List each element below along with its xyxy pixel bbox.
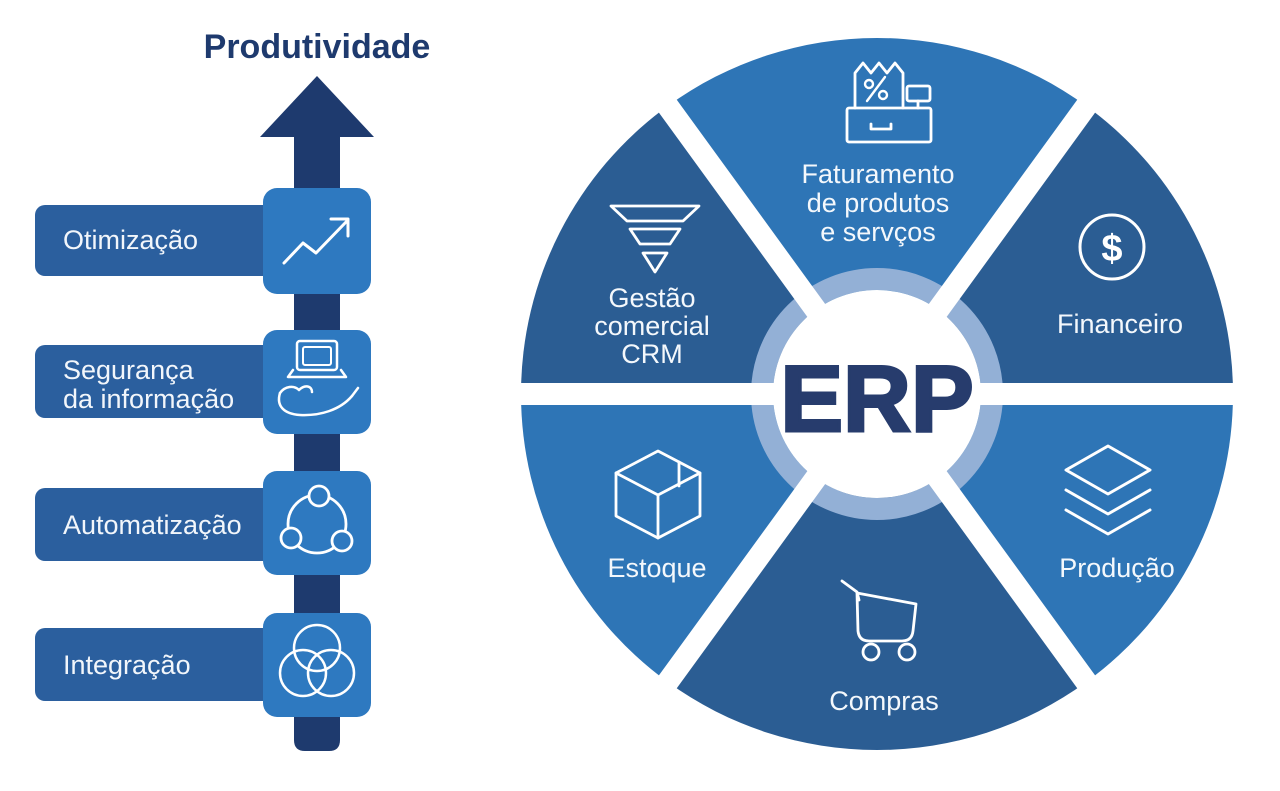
arrow-head (260, 76, 374, 137)
layers-icon (1064, 444, 1152, 536)
segment-label-gestao-line1: Gestão (608, 283, 695, 313)
icon-tile-seguranca (263, 330, 371, 434)
productivity-panel: Produtividade (35, 28, 431, 751)
label-bar-seguranca (35, 345, 320, 418)
label-bar-automatizacao (35, 488, 320, 561)
productivity-title: Produtividade (204, 28, 431, 66)
erp-wheel: ERP Faturamento de produtos e servços $ … (500, 37, 1257, 751)
segment-label-faturamento-line3: e servços (820, 217, 936, 247)
segment-label-gestao-line2: comercial (594, 311, 710, 341)
venn-circles-icon (278, 623, 356, 698)
trend-up-icon (282, 217, 350, 265)
icon-tile-integracao (263, 613, 371, 717)
item-label-seguranca-line1: Segurança (63, 355, 195, 385)
label-bar-integracao (35, 628, 320, 701)
sales-funnel-icon (609, 204, 701, 274)
package-box-icon (614, 449, 702, 540)
item-label-otimizacao: Otimização (63, 225, 198, 255)
segment-compras (667, 394, 1087, 751)
shopping-cart-icon (840, 579, 918, 662)
segment-label-faturamento-line2: de produtos (807, 188, 950, 218)
segment-dividers (500, 80, 1257, 708)
dollar-circle-icon: $ (1078, 213, 1146, 281)
dollar-symbol: $ (1101, 228, 1122, 270)
icon-tile-otimizacao (263, 188, 371, 294)
segment-label-producao: Produção (1059, 553, 1175, 583)
segment-label-financeiro: Financeiro (1057, 309, 1183, 339)
item-label-integracao: Integração (63, 650, 191, 680)
segment-label-compras: Compras (829, 686, 939, 716)
erp-center-label: ERP (780, 346, 973, 451)
segment-label-faturamento-line1: Faturamento (801, 159, 954, 189)
segment-faturamento (667, 37, 1087, 394)
item-label-seguranca-line2: da informação (63, 384, 234, 414)
item-label-automatizacao: Automatização (63, 510, 242, 540)
sync-nodes-icon (279, 484, 354, 555)
laptop-hand-icon (277, 339, 360, 417)
segment-label-estoque: Estoque (607, 553, 706, 583)
label-bar-otimizacao (35, 205, 320, 276)
cash-register-icon (845, 61, 933, 144)
segment-label-gestao-line3: CRM (621, 339, 683, 369)
